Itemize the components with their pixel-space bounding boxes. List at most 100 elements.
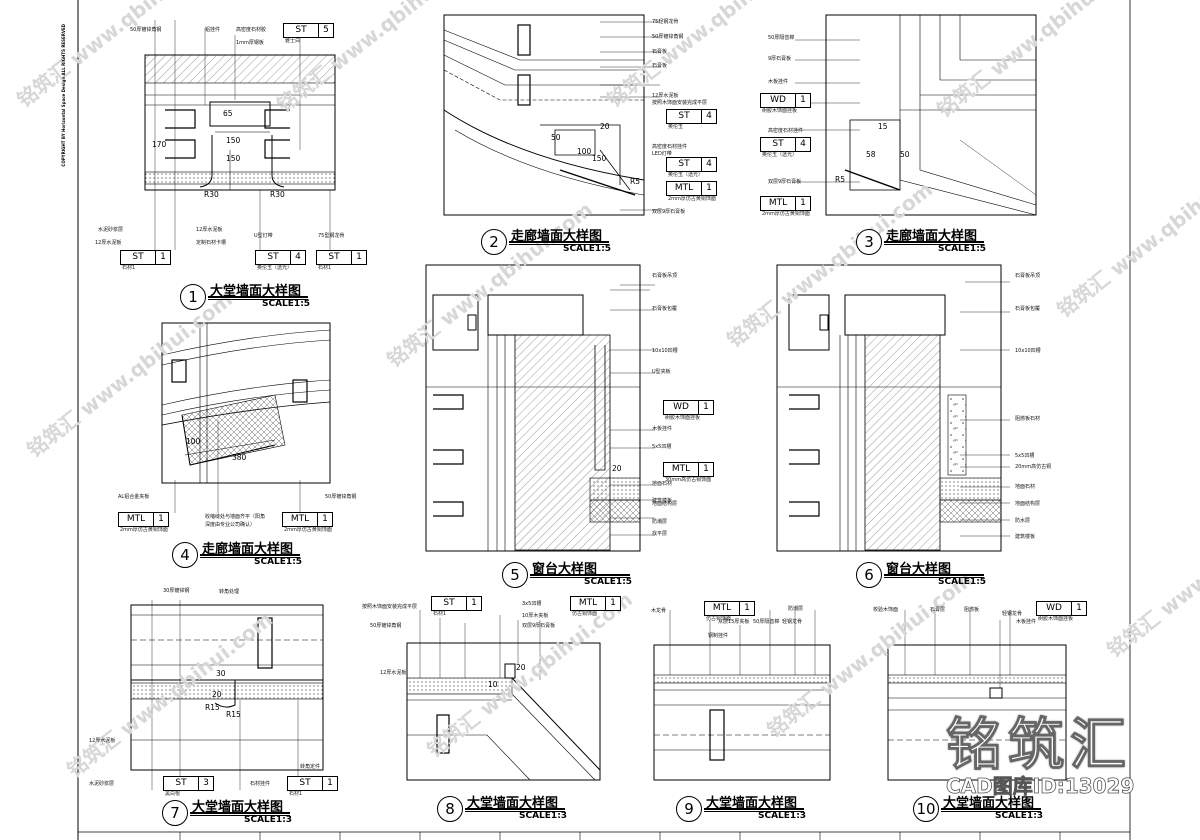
copyright-text: COPYRIGHT BY Horizontal Space Design ALL… xyxy=(61,24,66,167)
callout-note: 50厚隔音棉 xyxy=(753,619,780,625)
title-underline-thin xyxy=(509,244,609,245)
callout-note: 10x10凹槽 xyxy=(652,348,678,354)
detail-scale: SCALE1:3 xyxy=(995,811,1044,821)
callout-note: AL铝合金夹板 xyxy=(118,494,150,500)
title-underline-thin xyxy=(200,557,300,558)
title-underline-thin xyxy=(884,577,984,578)
callout-note: 水泥砂浆层 xyxy=(98,227,124,233)
callout-note: 50厚隔音棉 xyxy=(768,35,795,41)
callout-note: 50厚镀锌角钢 xyxy=(325,494,357,500)
callout-note: 9厚石膏板 xyxy=(768,56,792,62)
callout-note: U型灯带 xyxy=(254,233,273,239)
title-underline xyxy=(190,812,290,814)
callout-note: 防潮层 xyxy=(788,606,804,612)
detail-3-drawing xyxy=(795,14,1037,216)
material-number: 1 xyxy=(796,93,811,108)
dimension-label: 20 xyxy=(612,464,622,473)
material-code: ST xyxy=(316,250,352,265)
detail-scale: SCALE1:5 xyxy=(938,577,987,587)
callout-note: 石膏板吊顶 xyxy=(1015,273,1041,279)
detail-title: 走廊墙面大样图 xyxy=(511,229,603,244)
title-underline-thin xyxy=(530,577,630,578)
callout-note: 防水层 xyxy=(1015,518,1031,524)
detail-number: 3 xyxy=(856,229,882,255)
callout-note: 定制石材卡槽 xyxy=(196,240,227,246)
callout-note: 木板挂件 xyxy=(768,79,789,85)
detail-title: 走廊墙面大样图 xyxy=(886,229,978,244)
callout-note: 石材挂件 xyxy=(250,781,271,787)
callout-note: 3x5凹槽 xyxy=(522,601,542,607)
material-number: 1 xyxy=(796,196,811,211)
callout-note: 铝挂件 xyxy=(205,27,221,33)
material-code: ST xyxy=(283,23,319,38)
callout-note: LED灯带 xyxy=(652,151,672,157)
cad-id-text: CAD图库ID:13029 xyxy=(946,774,1135,799)
callout-note: 石膏板吊顶 xyxy=(652,273,678,279)
detail-title: 窗台大样图 xyxy=(886,562,952,577)
material-name: 树胶木饰面挂板 xyxy=(665,415,701,421)
title-underline-thin xyxy=(884,244,984,245)
title-underline xyxy=(941,808,1041,810)
material-name: 雅士白 xyxy=(285,38,301,44)
detail-number: 2 xyxy=(481,229,507,255)
material-name: 2mm厚仿古黄铜饰面 xyxy=(284,527,332,533)
callout-note: 石膏板包覆 xyxy=(1015,306,1041,312)
dimension-label: R5 xyxy=(835,175,845,184)
title-underline-thin xyxy=(190,815,290,816)
callout-note: 12厚水泥板 xyxy=(196,227,223,233)
material-name: 石材1 xyxy=(289,791,303,797)
material-number: 1 xyxy=(1072,601,1087,616)
dimension-label: 150 xyxy=(592,154,607,163)
material-code: WD xyxy=(760,93,796,108)
title-underline xyxy=(208,296,308,298)
callout-note: 木龙骨 xyxy=(651,608,667,614)
callout-note: 深度由专业公司确认） xyxy=(205,522,256,528)
callout-note: 防潮层 xyxy=(652,519,668,525)
dimension-label: 150 xyxy=(226,154,241,163)
detail-number: 9 xyxy=(676,796,702,822)
material-name: 石材1 xyxy=(433,611,447,617)
callout-note: 石膏层 xyxy=(930,607,946,613)
dimension-label: 65 xyxy=(223,109,233,118)
detail-number: 1 xyxy=(180,284,206,310)
material-code: MTL xyxy=(666,181,702,196)
callout-note: 12厚水泥板 xyxy=(95,240,122,246)
detail-1-drawing xyxy=(144,20,336,265)
dimension-label: 30 xyxy=(216,669,226,678)
dimension-label: R30 xyxy=(204,190,219,199)
dimension-label: 20 xyxy=(212,690,222,699)
callout-note: 12厚水泥板 xyxy=(652,93,679,99)
title-underline-thin xyxy=(704,811,804,812)
material-number: 1 xyxy=(156,250,171,265)
detail-title: 大堂墙面大样图 xyxy=(210,284,302,299)
callout-note: 30厚镀锌钢 xyxy=(163,588,190,594)
detail-title: 大堂墙面大样图 xyxy=(706,796,798,811)
callout-note: 转角处理 xyxy=(219,589,240,595)
callout-note: 双层9厚石膏板 xyxy=(652,209,686,215)
dimension-label: R15 xyxy=(205,703,220,712)
detail-7-drawing xyxy=(130,600,324,790)
detail-5-drawing xyxy=(425,264,655,552)
detail-8-drawing xyxy=(406,610,601,781)
title-underline xyxy=(509,241,609,243)
material-code: ST xyxy=(255,250,291,265)
callout-note: 双层9厚石膏板 xyxy=(522,623,556,629)
callout-note: 10x10凹槽 xyxy=(1015,348,1041,354)
callout-note: 20mm高仿古铜 xyxy=(1015,464,1052,470)
detail-scale: SCALE1:3 xyxy=(758,811,807,821)
brand-logo-text: 铭筑汇 xyxy=(946,713,1132,779)
material-number: 4 xyxy=(702,109,717,124)
callout-note: 双层9厚石膏板 xyxy=(768,179,802,185)
detail-number: 6 xyxy=(856,562,882,588)
detail-title: 大堂墙面大样图 xyxy=(192,800,284,815)
dimension-label: R5 xyxy=(630,177,640,186)
